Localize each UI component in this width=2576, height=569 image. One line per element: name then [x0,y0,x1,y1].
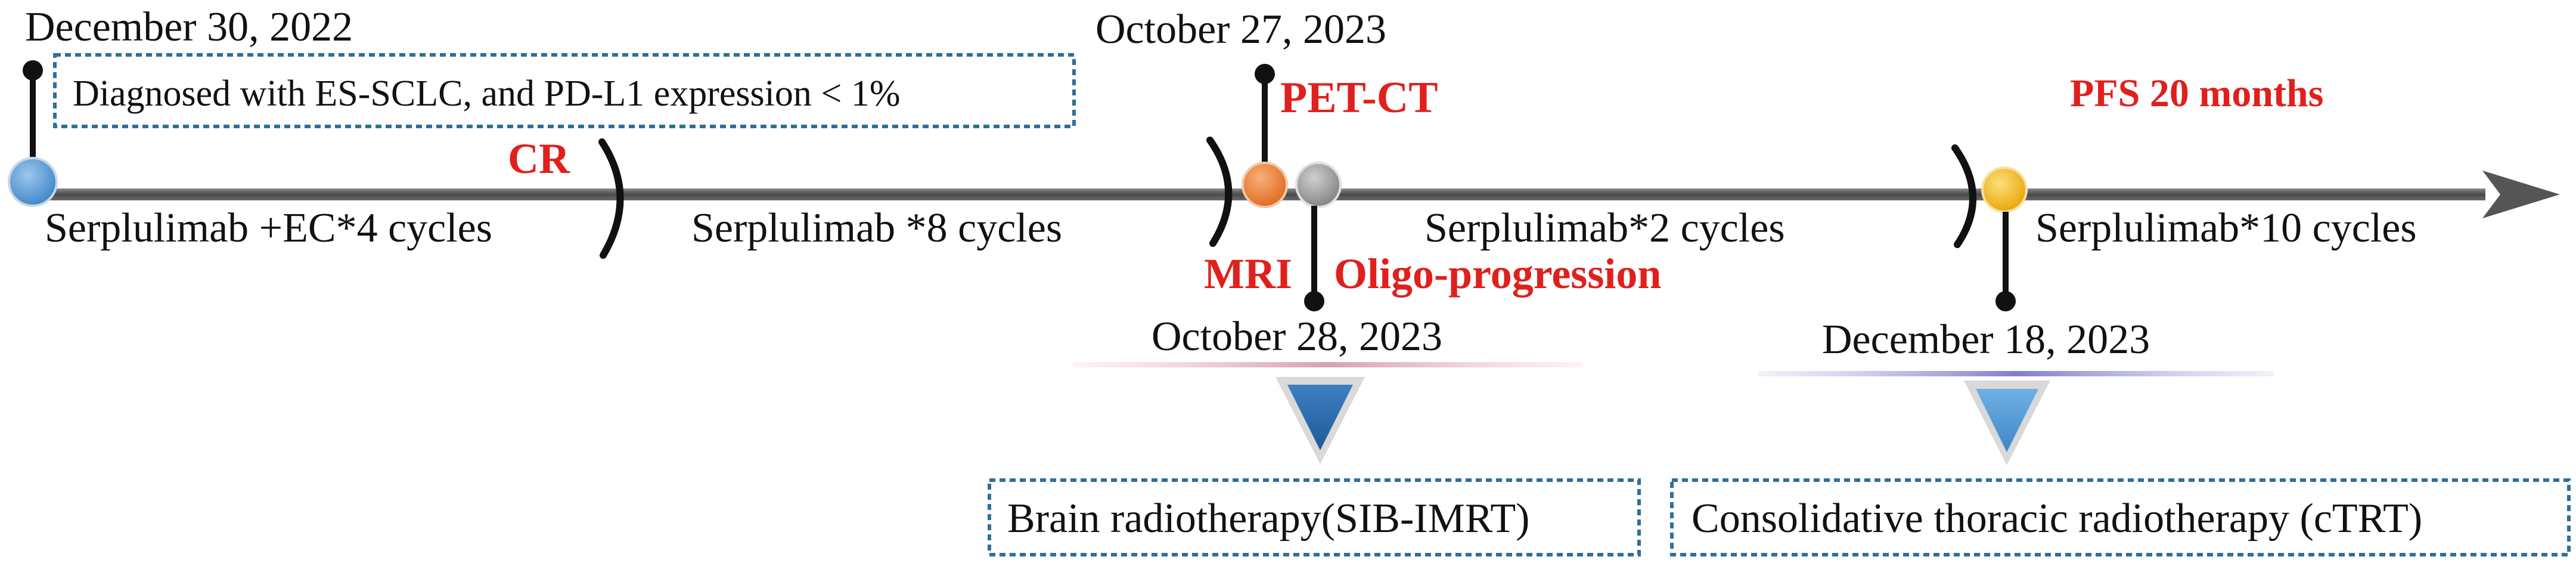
brain-triangle [1287,385,1353,450]
brain-radiotherapy-label: Brain radiotherapy(SIB-IMRT) [1007,496,1529,542]
ctrt-node [1981,166,2028,213]
event-cr: CR [508,135,570,183]
petct-node [1242,162,1288,208]
timeline-arrowhead [2482,171,2560,218]
thoracic-radiotherapy-box [1670,478,2571,556]
mri-node [1295,162,1342,208]
event-oligo-progression: Oligo-progression [1334,250,1661,298]
ctrt-pin-head [1995,291,2016,311]
thoracic-underline [1758,371,2274,376]
phase-label-1: Serplulimab +EC*4 cycles [45,205,492,251]
phase-separator-1 [598,138,624,259]
start-node [8,157,58,207]
phase-separator-2 [1206,137,1233,247]
date-start: December 30, 2022 [25,4,353,50]
date-ctrt: December 18, 2023 [1822,317,2150,363]
event-pfs: PFS 20 months [2070,72,2323,115]
event-petct: PET-CT [1280,73,1438,122]
date-mri: October 28, 2023 [1152,314,1442,360]
diagnosis-box [53,53,1076,128]
phase-label-3: Serplulimab*2 cycles [1424,205,1785,251]
thoracic-triangle [1976,389,2038,452]
diagnosis-text: Diagnosed with ES-SCLC, and PD-L1 expres… [73,73,901,114]
thoracic-radiotherapy-label: Consolidative thoracic radiotherapy (cTR… [1692,496,2422,542]
mri-pin-head [1304,291,1324,311]
event-mri: MRI [1204,250,1292,298]
phase-separator-3 [1951,144,1976,248]
brain-underline [1073,362,1582,367]
phase-label-2: Serplulimab *8 cycles [691,205,1062,251]
start-pin-head [23,60,43,81]
phase-label-4: Serplulimab*10 cycles [2035,205,2417,251]
petct-pin-head [1255,64,1275,84]
brain-radiotherapy-box [988,478,1641,556]
date-petct: October 27, 2023 [1095,7,1386,52]
